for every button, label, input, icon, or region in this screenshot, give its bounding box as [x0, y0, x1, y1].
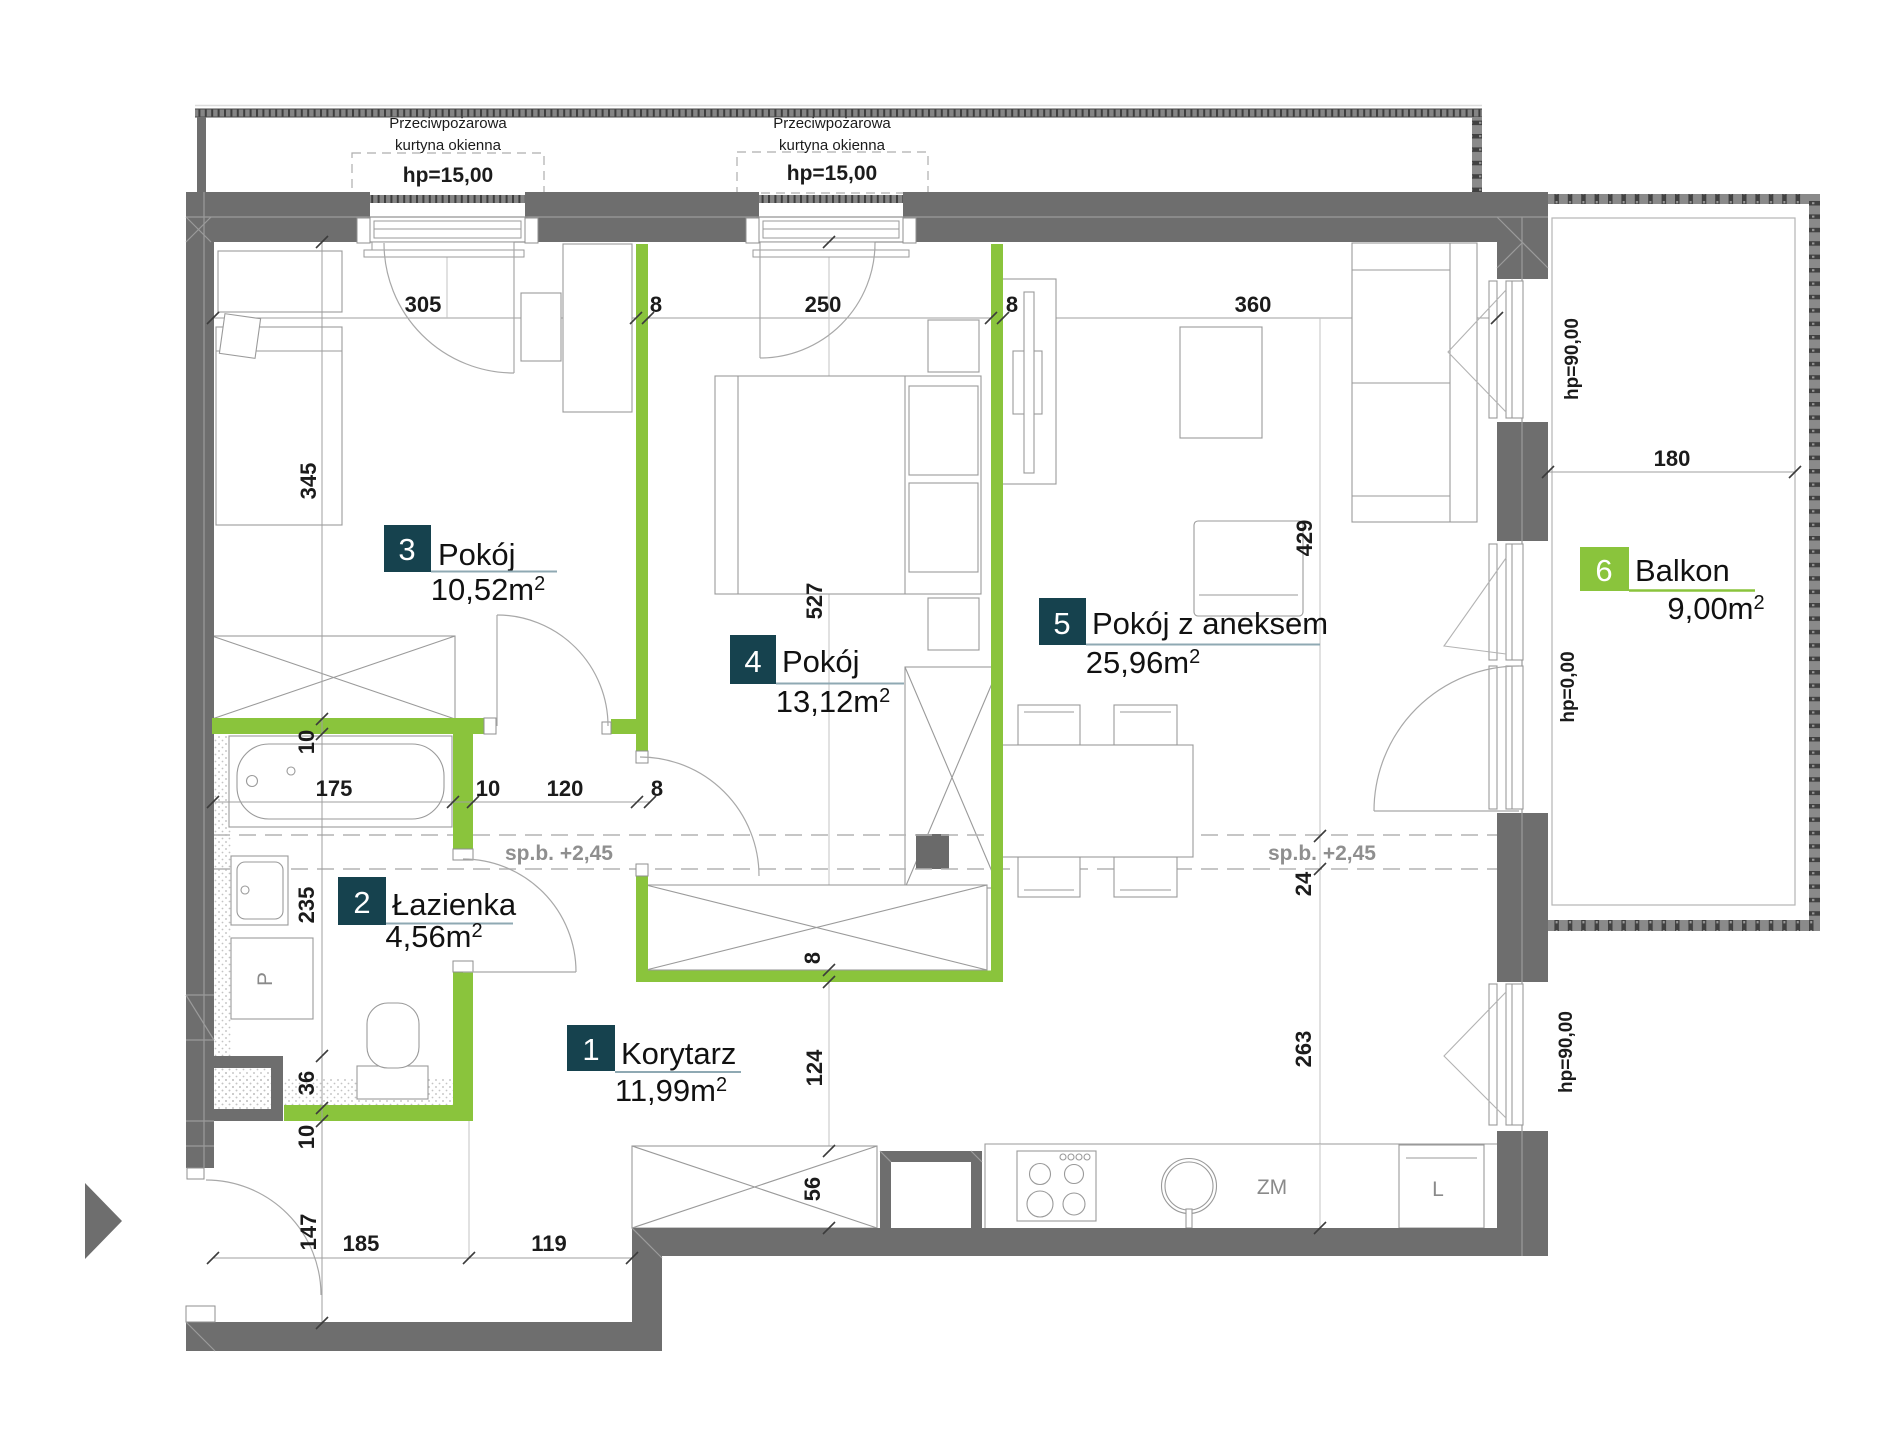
svg-text:56: 56 [800, 1177, 825, 1201]
svg-text:25,96m2: 25,96m2 [1086, 645, 1201, 680]
svg-text:263: 263 [1291, 1031, 1316, 1068]
svg-text:360: 360 [1235, 292, 1272, 317]
svg-text:175: 175 [316, 776, 353, 801]
svg-text:11,99m2: 11,99m2 [615, 1073, 727, 1108]
svg-text:Przeciwpożarowa: Przeciwpożarowa [389, 115, 507, 132]
svg-text:6: 6 [1595, 553, 1612, 588]
svg-text:345: 345 [296, 463, 321, 500]
svg-text:Pokój z aneksem: Pokój z aneksem [1092, 606, 1328, 641]
svg-text:185: 185 [343, 1231, 380, 1256]
svg-text:180: 180 [1654, 446, 1691, 471]
svg-text:10: 10 [294, 1125, 319, 1149]
svg-text:5: 5 [1053, 606, 1070, 641]
svg-text:Pokój: Pokój [438, 537, 516, 572]
svg-text:124: 124 [802, 1049, 827, 1086]
svg-text:L: L [1432, 1178, 1444, 1201]
svg-text:hp=90,00: hp=90,00 [1556, 1011, 1577, 1093]
svg-text:305: 305 [405, 292, 442, 317]
svg-text:Łazienka: Łazienka [392, 887, 517, 922]
svg-text:3: 3 [398, 532, 415, 567]
svg-text:P: P [254, 972, 277, 986]
svg-text:8: 8 [1006, 292, 1018, 317]
svg-text:36: 36 [294, 1071, 319, 1095]
svg-text:Przeciwpożarowa: Przeciwpożarowa [773, 115, 891, 132]
svg-text:Pokój: Pokój [782, 644, 860, 679]
svg-text:2: 2 [353, 885, 370, 920]
svg-text:24: 24 [1291, 871, 1316, 896]
svg-text:sp.b. +2,45: sp.b. +2,45 [1268, 842, 1376, 865]
svg-text:Balkon: Balkon [1635, 553, 1730, 588]
svg-text:10: 10 [476, 776, 500, 801]
svg-text:hp=15,00: hp=15,00 [403, 164, 493, 187]
svg-text:8: 8 [651, 776, 663, 801]
svg-text:250: 250 [805, 292, 842, 317]
svg-text:235: 235 [294, 887, 319, 924]
svg-text:ZM: ZM [1257, 1176, 1287, 1199]
svg-text:120: 120 [547, 776, 584, 801]
svg-text:527: 527 [802, 583, 827, 620]
svg-text:10,52m2: 10,52m2 [431, 572, 546, 607]
svg-text:hp=90,00: hp=90,00 [1562, 318, 1583, 400]
svg-text:sp.b. +2,45: sp.b. +2,45 [505, 842, 613, 865]
svg-text:429: 429 [1292, 520, 1317, 557]
svg-text:kurtyna okienna: kurtyna okienna [395, 137, 502, 154]
svg-text:8: 8 [650, 292, 662, 317]
svg-text:hp=0,00: hp=0,00 [1558, 651, 1579, 722]
svg-text:119: 119 [531, 1231, 567, 1256]
svg-text:10: 10 [294, 730, 319, 754]
svg-text:hp=15,00: hp=15,00 [787, 162, 877, 185]
svg-text:8: 8 [800, 952, 825, 964]
svg-text:kurtyna okienna: kurtyna okienna [779, 137, 886, 154]
svg-text:147: 147 [296, 1214, 321, 1251]
svg-text:4,56m2: 4,56m2 [385, 919, 482, 954]
svg-text:1: 1 [582, 1032, 599, 1067]
svg-text:13,12m2: 13,12m2 [776, 684, 891, 719]
svg-text:9,00m2: 9,00m2 [1667, 591, 1764, 626]
svg-text:4: 4 [744, 644, 761, 679]
svg-text:Korytarz: Korytarz [621, 1036, 736, 1071]
